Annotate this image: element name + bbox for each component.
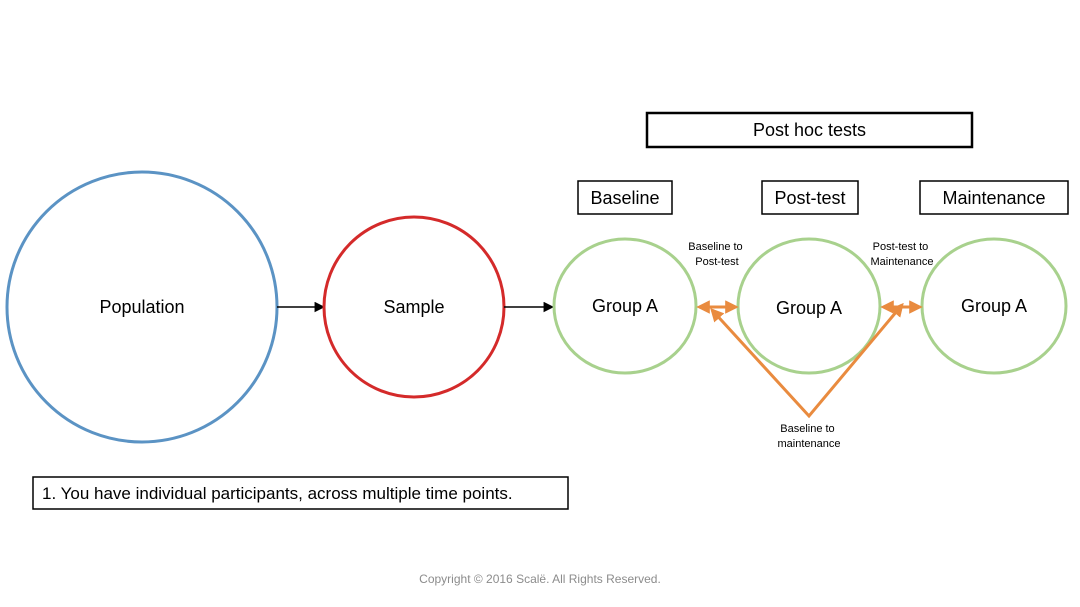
baseline-to-posttest-label: Baseline to Post-test <box>688 241 746 268</box>
maintenance-label: Maintenance <box>942 188 1045 208</box>
baseline-to-maintenance-label: Baseline to maintenance <box>778 423 841 450</box>
note-box <box>32 476 569 510</box>
baseline-box <box>577 180 673 215</box>
posttest-label: Post-test <box>774 188 845 208</box>
copyright-text: Copyright © 2016 Scalë. All Rights Reser… <box>419 572 661 586</box>
posttest-box <box>761 180 859 215</box>
group-a-posttest-label: Group A <box>776 298 842 318</box>
sample-label: Sample <box>383 297 444 317</box>
post-hoc-tests-box <box>645 111 974 149</box>
posttest-to-maintenance-label: Post-test to Maintenance <box>871 241 934 268</box>
group-a-baseline-circle <box>552 237 698 375</box>
post-hoc-tests-label: Post hoc tests <box>753 120 866 140</box>
maintenance-box <box>919 180 1069 215</box>
population-label: Population <box>99 297 184 317</box>
group-a-maintenance-label: Group A <box>961 296 1027 316</box>
group-a-baseline-label: Group A <box>592 296 658 316</box>
baseline-label: Baseline <box>590 188 659 208</box>
baseline-to-maintenance-arrow <box>710 302 904 419</box>
note-text: 1. You have individual participants, acr… <box>42 484 513 503</box>
